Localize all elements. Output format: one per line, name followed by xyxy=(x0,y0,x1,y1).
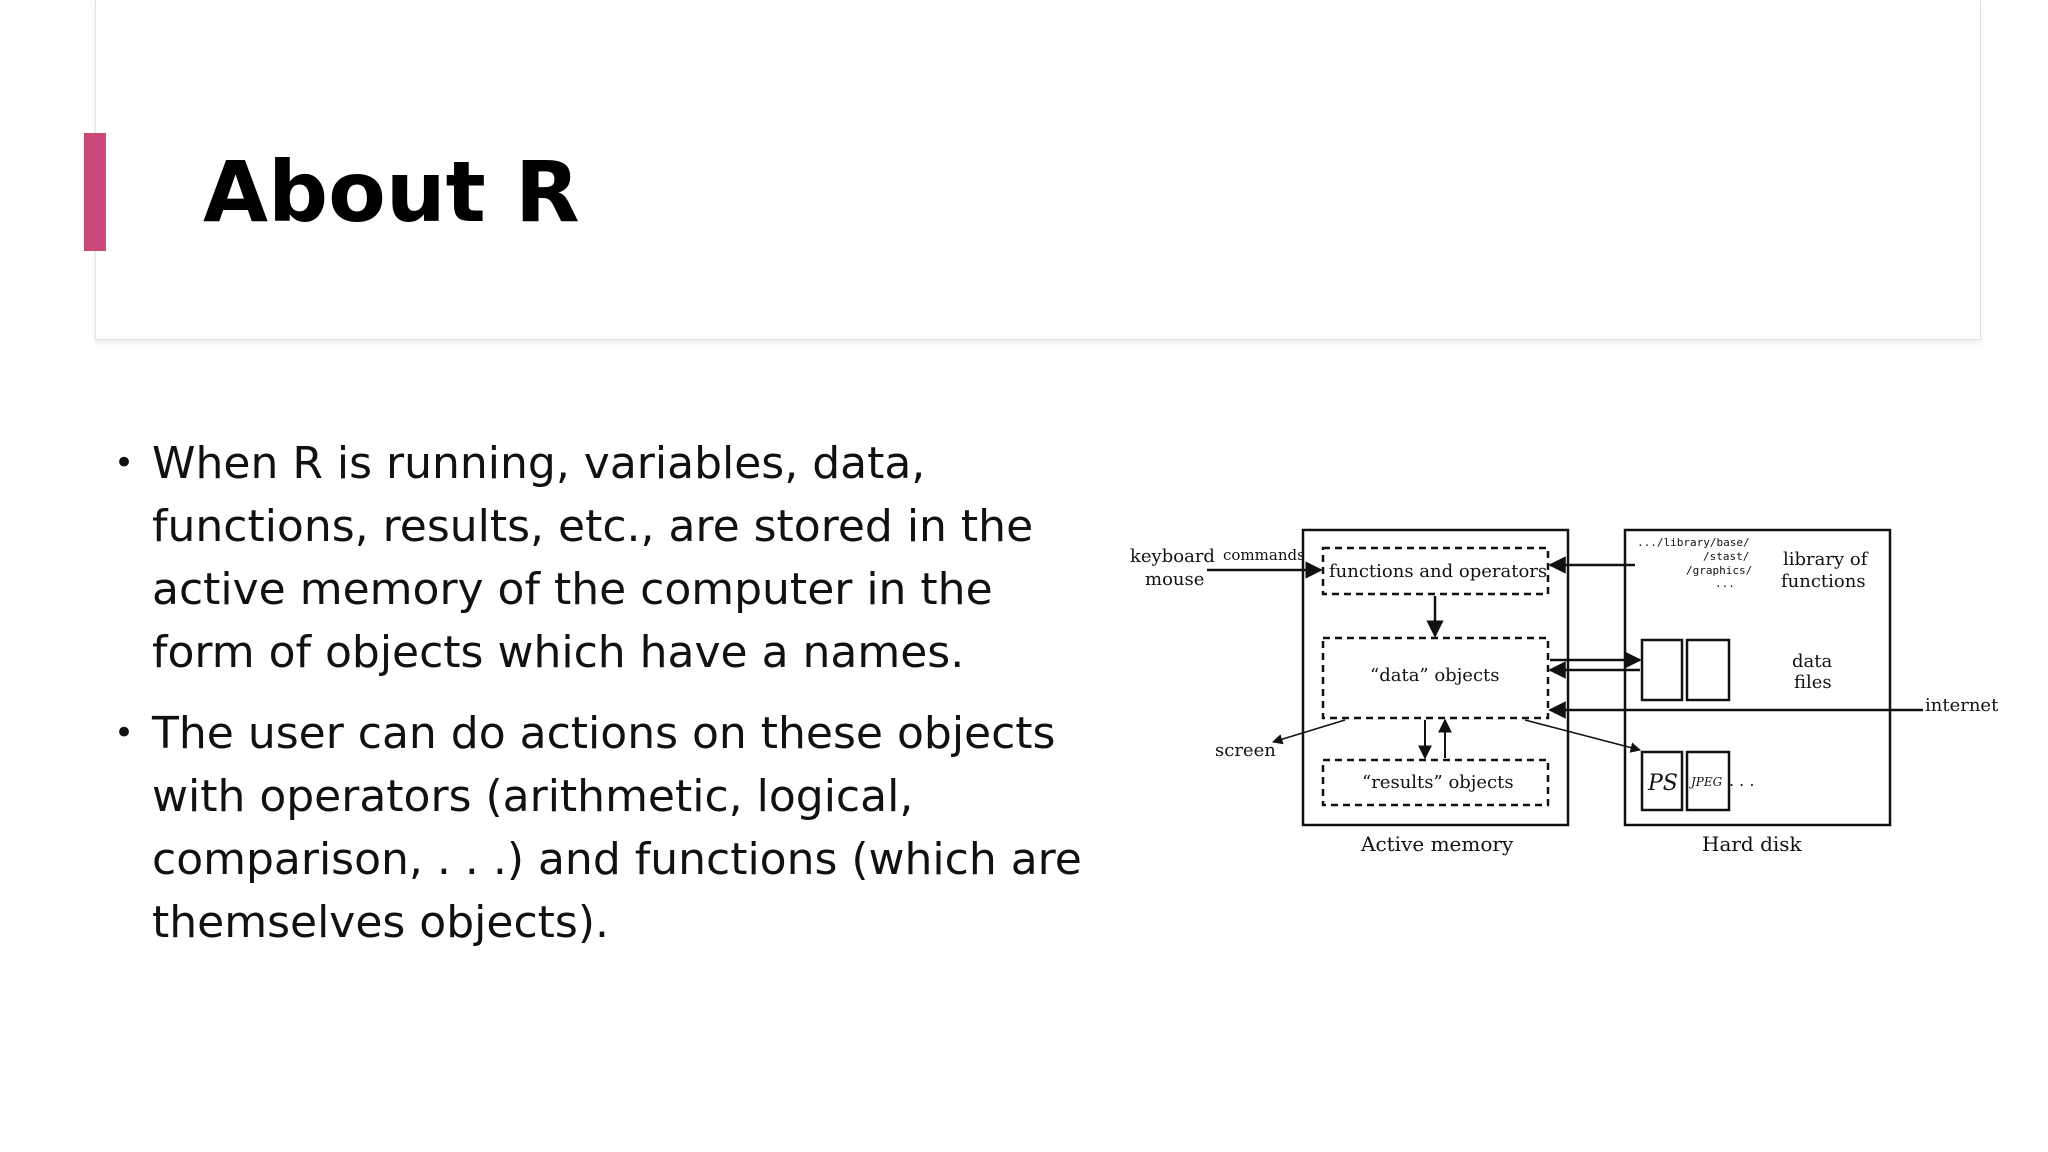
active-memory-label: Active memory xyxy=(1360,832,1514,856)
library-path-more: ... xyxy=(1715,577,1735,590)
keyboard-label: keyboard xyxy=(1130,546,1215,567)
commands-label: commands xyxy=(1223,546,1305,564)
results-objects-box xyxy=(1321,758,1550,807)
data-file-1 xyxy=(1640,638,1684,702)
export-graphics-arrow xyxy=(1524,719,1642,753)
screen-arrow xyxy=(1271,719,1346,745)
results-objects-label: “results” objects xyxy=(1362,772,1514,793)
jpeg-label: JPEG xyxy=(1688,775,1723,789)
bullet-item: • The user can do actions on these objec… xyxy=(110,702,1100,954)
bullet-text: The user can do actions on these objects… xyxy=(152,708,1082,948)
title-accent-bar xyxy=(84,133,106,251)
ps-file xyxy=(1640,750,1684,812)
functions-operators-box xyxy=(1321,546,1550,596)
bullet-list: • When R is running, variables, data, fu… xyxy=(110,432,1100,972)
jpeg-file xyxy=(1685,750,1731,812)
functions-label: functions xyxy=(1781,571,1866,592)
data-objects-label: “data” objects xyxy=(1370,665,1500,686)
library-of-label: library of xyxy=(1783,549,1869,570)
hard-disk-frame xyxy=(1623,528,1892,827)
functions-operators-label: functions and operators xyxy=(1329,561,1547,582)
bullet-text: When R is running, variables, data, func… xyxy=(152,438,1034,678)
mouse-label: mouse xyxy=(1145,569,1204,590)
active-memory-frame xyxy=(1301,528,1570,827)
screen-label: screen xyxy=(1215,740,1276,761)
files-label: files xyxy=(1794,672,1832,693)
data-objects-box xyxy=(1321,636,1550,720)
title-band xyxy=(95,0,1981,340)
data-label: data xyxy=(1792,651,1832,672)
hard-disk-label: Hard disk xyxy=(1702,832,1803,856)
library-path-stats: /stast/ xyxy=(1703,550,1749,563)
internet-label: internet xyxy=(1925,695,1999,716)
data-file-2 xyxy=(1685,638,1731,702)
bullet-item: • When R is running, variables, data, fu… xyxy=(110,432,1100,684)
bullet-dot-icon: • xyxy=(114,443,135,483)
slide-title: About R xyxy=(203,143,580,241)
ps-label: PS xyxy=(1647,771,1678,796)
r-memory-diagram: keyboard mouse commands functions and op… xyxy=(1130,528,1999,856)
bullet-dot-icon: • xyxy=(114,713,135,753)
library-path-graphics: /graphics/ xyxy=(1686,564,1752,577)
library-path-base: .../library/base/ xyxy=(1637,536,1750,549)
more-files-label: . . . xyxy=(1729,771,1754,790)
